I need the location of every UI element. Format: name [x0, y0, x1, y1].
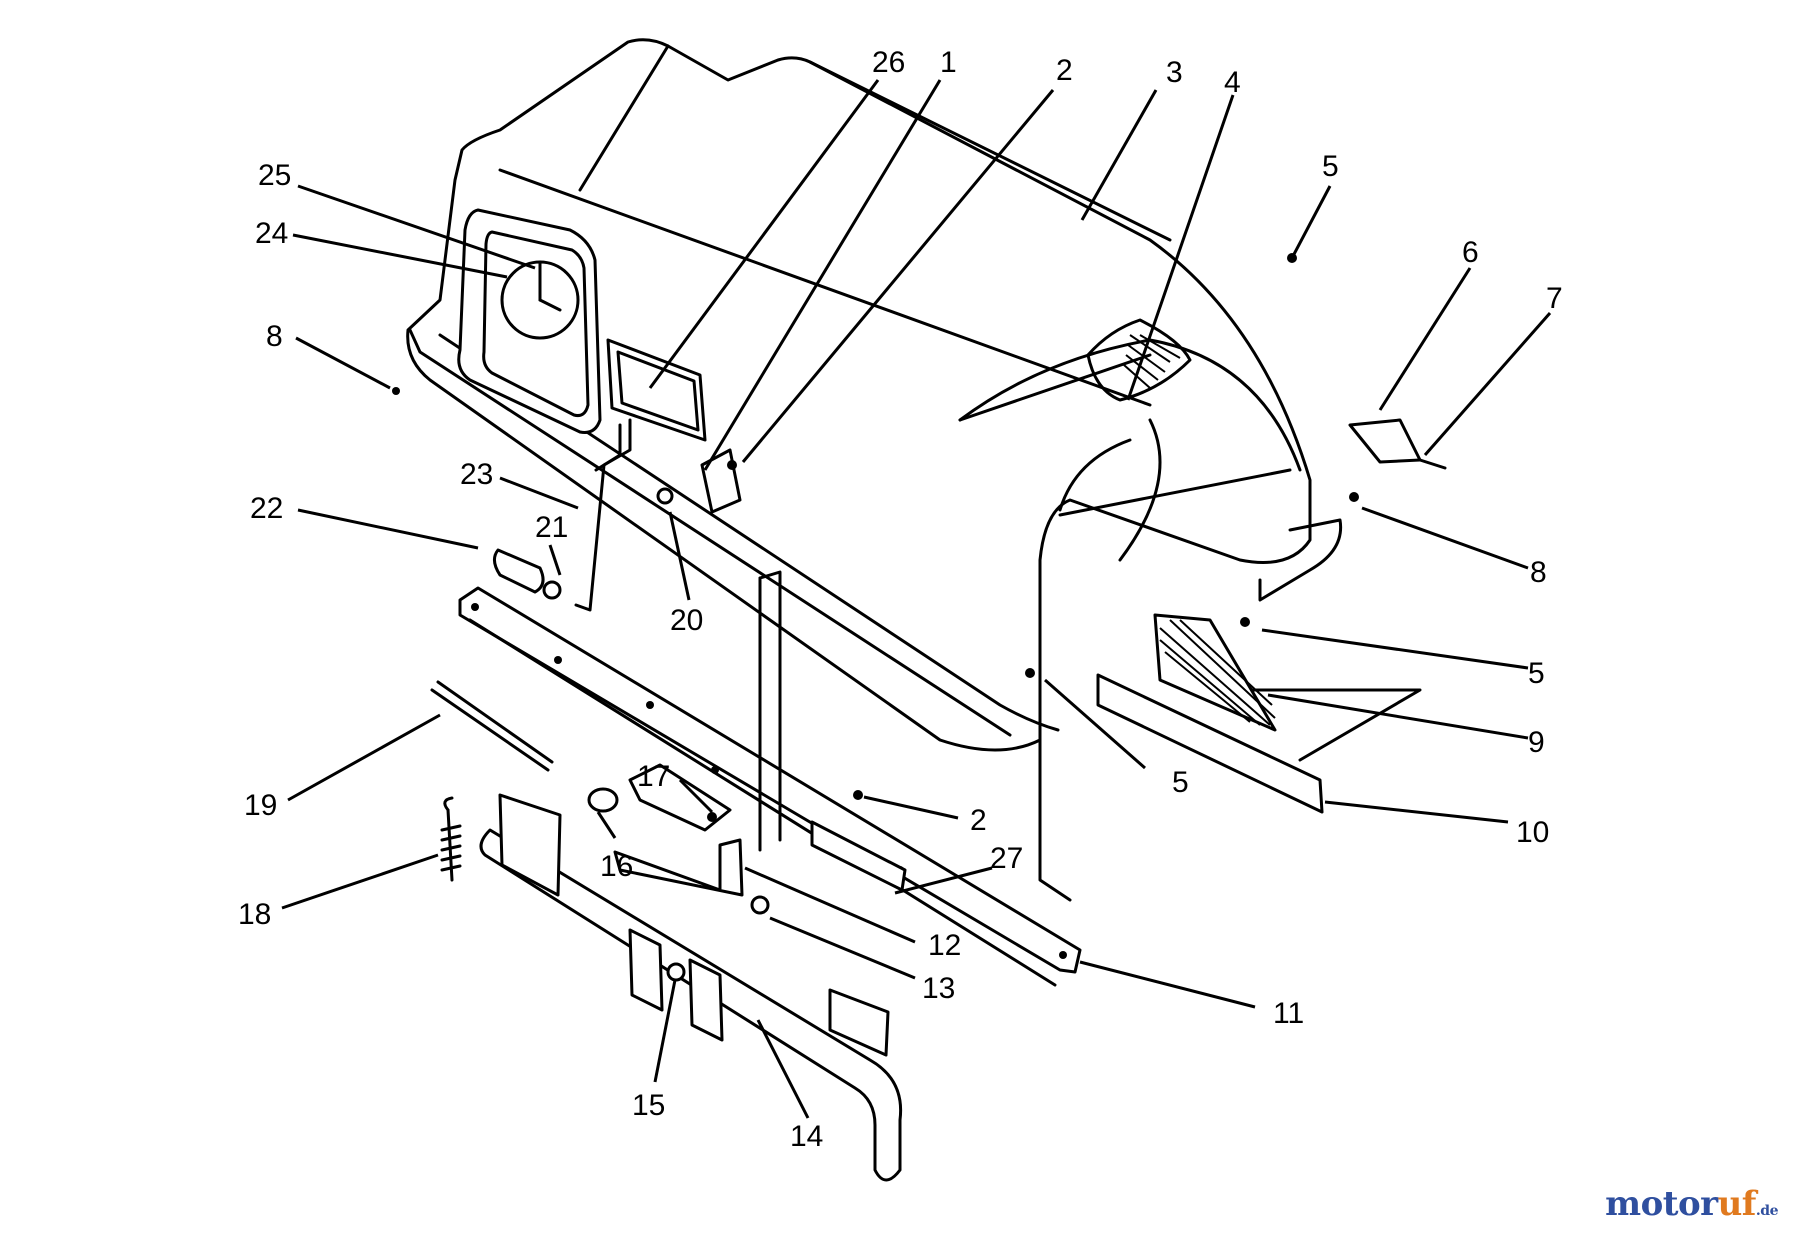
callout-18: 18	[238, 898, 271, 931]
callout-26: 26	[872, 46, 905, 79]
callout-4: 4	[1224, 66, 1241, 99]
callout-7: 7	[1546, 282, 1563, 315]
leader-lines	[281, 79, 1552, 1119]
callout-24: 24	[255, 217, 288, 250]
callout-11: 11	[1273, 997, 1304, 1030]
callout-6: 6	[1462, 236, 1479, 269]
grille-hatching-top	[1123, 334, 1181, 389]
callout-5-right: 5	[1528, 657, 1545, 690]
callout-21: 21	[535, 511, 568, 544]
watermark-suffix: .de	[1755, 1203, 1779, 1219]
callout-14: 14	[790, 1120, 823, 1153]
callout-1: 1	[940, 46, 957, 79]
watermark-logo: motoruf.de	[1605, 1184, 1778, 1224]
callout-2: 2	[1056, 54, 1073, 87]
callout-13: 13	[922, 972, 955, 1005]
watermark-accent: uf	[1717, 1184, 1757, 1224]
callout-labels: 26 1 2 3 4 25 24 5 6 7 8 23 22 21 20 8 5…	[238, 46, 1563, 1153]
callout-27: 27	[990, 842, 1023, 875]
callout-8-left: 8	[266, 320, 283, 353]
callout-20: 20	[670, 604, 703, 637]
spring	[440, 796, 462, 882]
watermark-main: motor	[1605, 1184, 1718, 1224]
hood-assembly	[406, 38, 1422, 902]
callout-15: 15	[632, 1089, 665, 1122]
callout-9: 9	[1528, 726, 1545, 759]
callout-3: 3	[1166, 56, 1183, 89]
callout-10: 10	[1516, 816, 1549, 849]
callout-16: 16	[600, 850, 633, 883]
handle-rod	[493, 418, 632, 612]
callout-2-lower: 2	[970, 804, 987, 837]
handle-bar	[479, 763, 903, 1182]
callout-22: 22	[250, 492, 283, 525]
grille-hatching-side	[1159, 619, 1276, 726]
callout-17: 17	[637, 760, 670, 793]
callout-12: 12	[928, 929, 961, 962]
callout-5-bottom: 5	[1172, 766, 1189, 799]
pivot-rod	[430, 680, 619, 813]
callout-23: 23	[460, 458, 493, 491]
callout-5-top: 5	[1322, 150, 1339, 183]
callout-25: 25	[258, 159, 291, 192]
callout-19: 19	[244, 789, 277, 822]
callout-8-right: 8	[1530, 556, 1547, 589]
